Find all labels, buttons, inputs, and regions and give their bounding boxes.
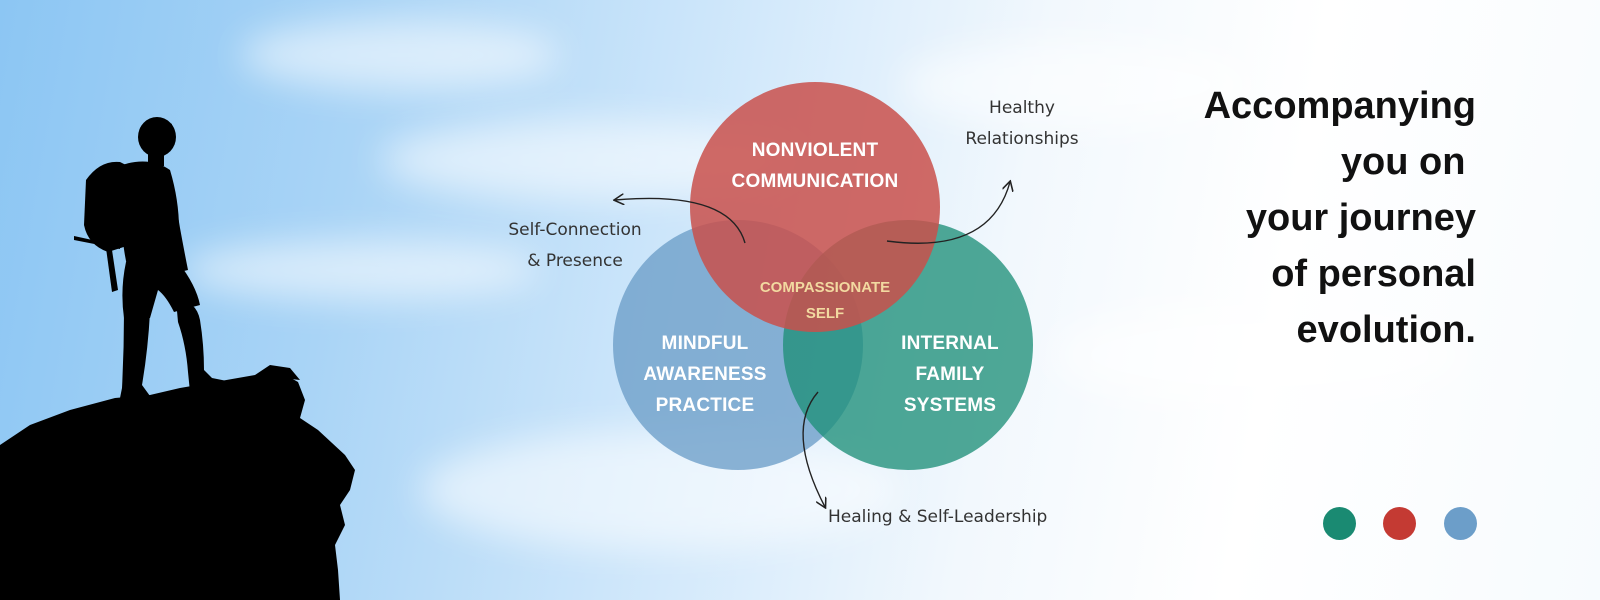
- arrow-self-connection: [615, 198, 746, 244]
- color-dot-blue: [1444, 507, 1477, 540]
- label-ifs: INTERNAL FAMILY SYSTEMS: [870, 328, 1030, 421]
- note-line: & Presence: [527, 251, 623, 271]
- cloud-decoration: [1050, 300, 1470, 410]
- cloud-decoration: [420, 430, 900, 550]
- arrow-healthy-relationships: [886, 182, 1010, 244]
- note-line: Healthy: [989, 98, 1055, 118]
- hiker-silhouette-icon: [0, 117, 355, 600]
- headline-line: your journey: [1245, 197, 1476, 239]
- cloud-decoration: [900, 40, 1260, 130]
- note-self-connection: Self-Connection & Presence: [490, 215, 660, 277]
- cloud-decoration: [240, 20, 560, 90]
- label-nvc: NONVIOLENT COMMUNICATION: [700, 135, 930, 197]
- label-center-line: COMPASSIONATE: [759, 279, 891, 296]
- note-line: Relationships: [965, 129, 1079, 149]
- headline-line: Accompanying: [1203, 85, 1476, 127]
- cloud-decoration: [180, 240, 540, 300]
- label-compassionate-self: COMPASSIONATE SELF: [740, 275, 910, 327]
- venn-circle-nvc: [690, 82, 940, 332]
- headline-line: of personal: [1271, 253, 1476, 295]
- color-dot-red: [1383, 507, 1416, 540]
- headline: Accompanying you on your journey of pers…: [1116, 78, 1476, 358]
- color-dot-teal: [1323, 507, 1356, 540]
- label-mindful-line: MINDFUL: [661, 333, 749, 354]
- note-healing: Healing & Self-Leadership: [828, 502, 1088, 533]
- headline-line: you on: [1340, 141, 1476, 183]
- arrow-healing: [802, 391, 825, 507]
- label-center-line: SELF: [805, 305, 845, 322]
- label-mindful-line: PRACTICE: [655, 395, 755, 416]
- label-ifs-line: SYSTEMS: [903, 395, 997, 416]
- note-line: Self-Connection: [508, 220, 642, 240]
- label-nvc-line: COMMUNICATION: [731, 171, 899, 192]
- label-ifs-line: FAMILY: [915, 364, 985, 385]
- label-ifs-line: INTERNAL: [901, 333, 999, 354]
- note-line: Healing & Self-Leadership: [828, 507, 1048, 527]
- headline-line: evolution.: [1296, 309, 1476, 351]
- note-healthy-relationships: Healthy Relationships: [942, 93, 1102, 155]
- label-mindful-line: AWARENESS: [643, 364, 767, 385]
- label-nvc-line: NONVIOLENT: [751, 140, 879, 161]
- label-mindful: MINDFUL AWARENESS PRACTICE: [620, 328, 790, 421]
